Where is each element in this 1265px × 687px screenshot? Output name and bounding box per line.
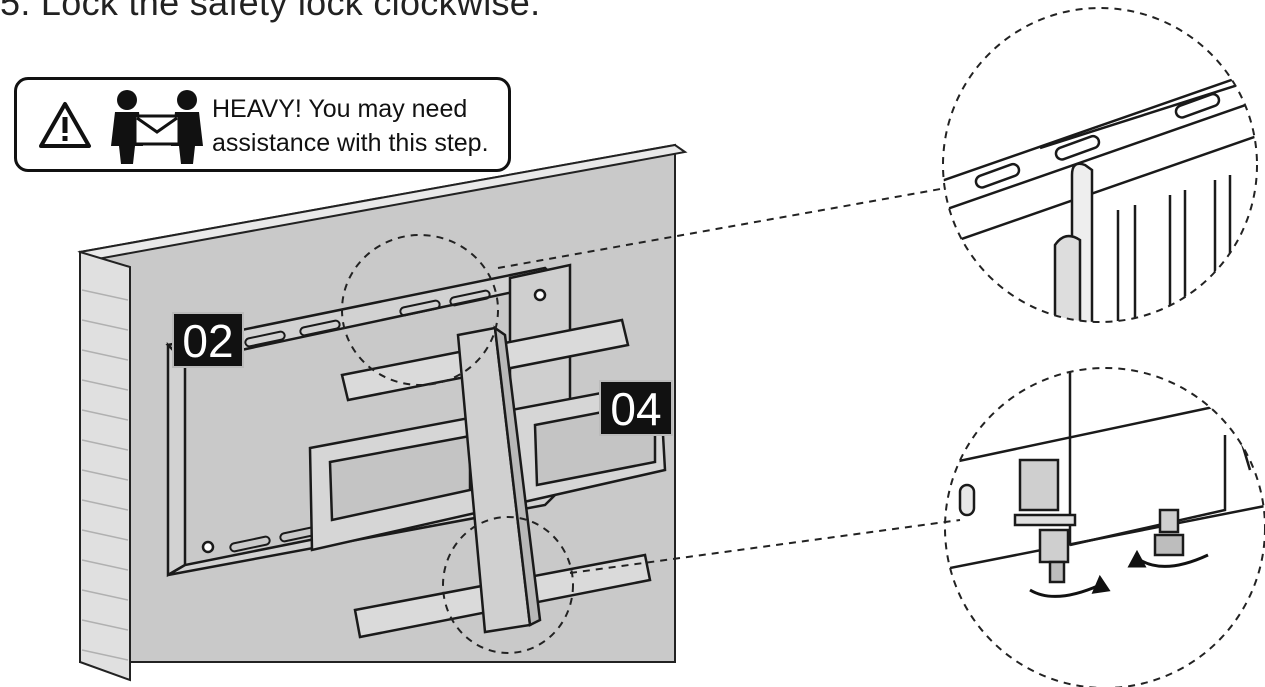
part-label-04: 04 [599, 380, 673, 436]
brick-wall-edge [79, 250, 131, 682]
warning-line-1: HEAVY! You may need [212, 95, 468, 123]
tv-bracket [456, 325, 542, 634]
warning-box: HEAVY! You may need assistance with this… [14, 77, 511, 172]
zoom-detail-bottom [944, 367, 1265, 687]
two-person-lift-icon [111, 90, 203, 164]
warning-text: HEAVY! You may need assistance with this… [212, 92, 489, 160]
leader-line-bottom [569, 519, 961, 574]
detail-circle-bottom [442, 516, 574, 654]
step-title: 5. Lock the safety lock clockwise. [0, 0, 541, 23]
leader-line-top [497, 187, 947, 269]
warning-line-2: assistance with this step. [212, 129, 489, 157]
warning-triangle-icon [39, 102, 91, 148]
part-label-02: 02 [172, 312, 244, 368]
detail-circle-top [341, 234, 499, 386]
zoom-detail-top [942, 7, 1258, 323]
rotation-arrows [1029, 549, 1209, 598]
